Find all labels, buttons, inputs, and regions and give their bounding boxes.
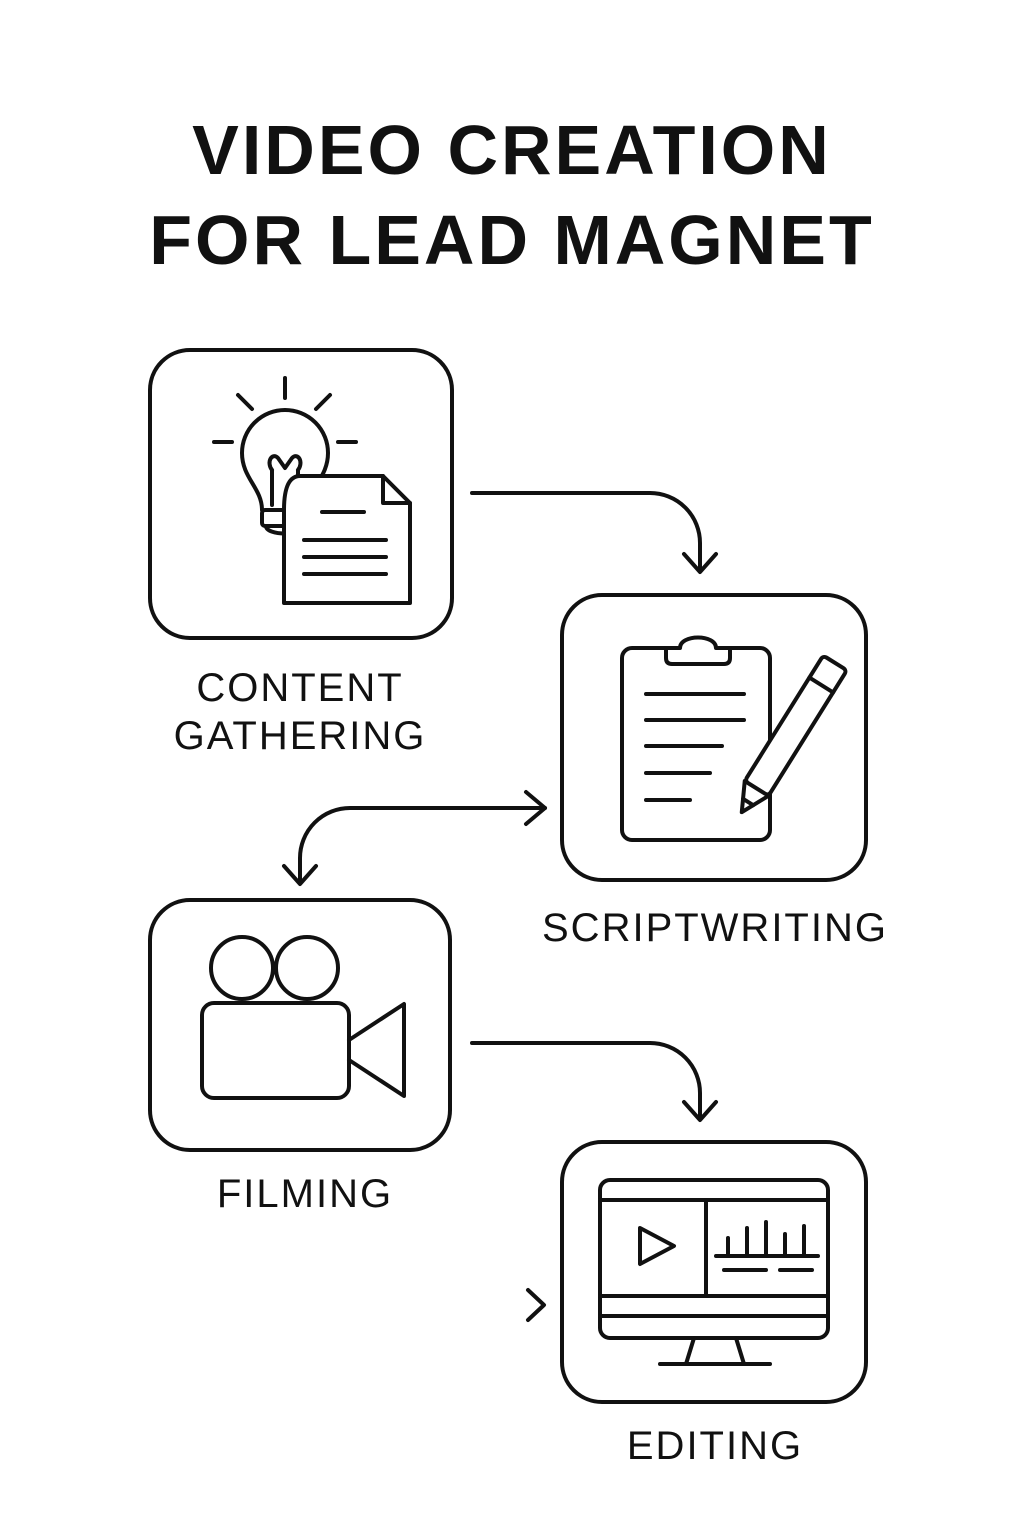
label-content-line-1: CONTENT (196, 666, 404, 710)
play-icon (638, 1226, 676, 1266)
video-editor-monitor-icon (598, 1178, 830, 1366)
step-content-gathering (148, 348, 454, 640)
step-scriptwriting (560, 593, 868, 882)
step-box-filming (148, 898, 452, 1152)
label-scriptwriting: SCRIPTWRITING (542, 906, 888, 950)
title-line-1: VIDEO CREATION (192, 111, 832, 189)
lightbulb-document-icon (212, 376, 412, 605)
arrow-filming-to-editing (470, 1041, 718, 1122)
label-editing: EDITING (626, 1424, 804, 1468)
label-content-line-2: GATHERING (173, 714, 427, 758)
arrow-content-to-script (470, 491, 718, 574)
step-filming (148, 898, 452, 1152)
step-editing (560, 1140, 868, 1404)
title-line-2: FOR LEAD MAGNET (149, 201, 875, 279)
label-content-gathering: CONTENT GATHERING (100, 664, 500, 760)
video-camera-icon (200, 935, 406, 1100)
arrow-script-filming (282, 790, 547, 886)
step-box-content-gathering (148, 348, 454, 640)
step-box-editing (560, 1140, 868, 1404)
arrow-into-editing (526, 1288, 546, 1322)
label-filming: FILMING (216, 1172, 394, 1216)
clipboard-pencil-icon (620, 635, 848, 842)
step-box-scriptwriting (560, 593, 868, 882)
